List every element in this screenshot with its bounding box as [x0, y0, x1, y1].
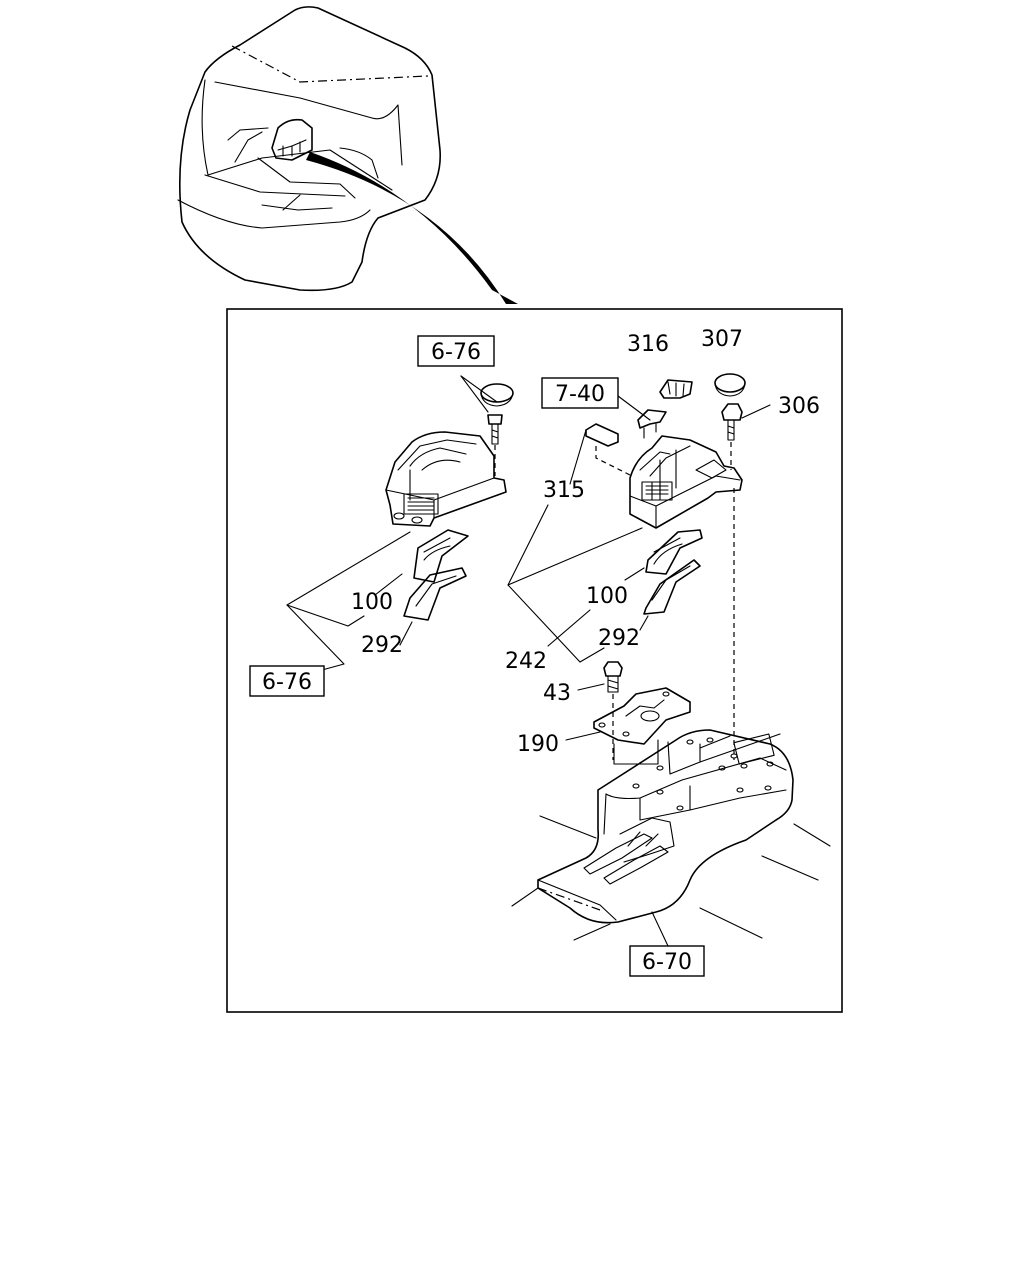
svg-text:6-76: 6-76 — [262, 670, 312, 695]
svg-text:6-70: 6-70 — [642, 950, 692, 975]
bolt-and-bracket — [565, 661, 691, 765]
svg-text:7-40: 7-40 — [555, 382, 605, 407]
detail-frame — [226, 308, 843, 1013]
ref-box-6-76-bottom: 6-76 — [249, 665, 325, 697]
floor-console — [511, 729, 831, 947]
left-console-assembly — [286, 375, 514, 671]
svg-text:6-76: 6-76 — [431, 340, 481, 365]
callout-315: 315 — [543, 478, 585, 503]
callout-242: 242 — [505, 649, 547, 674]
callout-100-left: 100 — [351, 590, 393, 615]
callout-306: 306 — [778, 394, 820, 419]
callout-100-right: 100 — [586, 584, 628, 609]
ref-box-6-70: 6-70 — [629, 945, 705, 977]
callout-43: 43 — [543, 681, 571, 706]
callout-190: 190 — [517, 732, 559, 757]
cab-overview — [177, 6, 518, 304]
callout-307: 307 — [701, 327, 743, 352]
right-console-assembly — [507, 373, 771, 760]
callout-292-right: 292 — [598, 626, 640, 651]
ref-box-7-40: 7-40 — [541, 377, 619, 409]
ref-box-6-76-top: 6-76 — [417, 335, 495, 367]
callout-316: 316 — [627, 332, 669, 357]
callout-292-left: 292 — [361, 633, 403, 658]
